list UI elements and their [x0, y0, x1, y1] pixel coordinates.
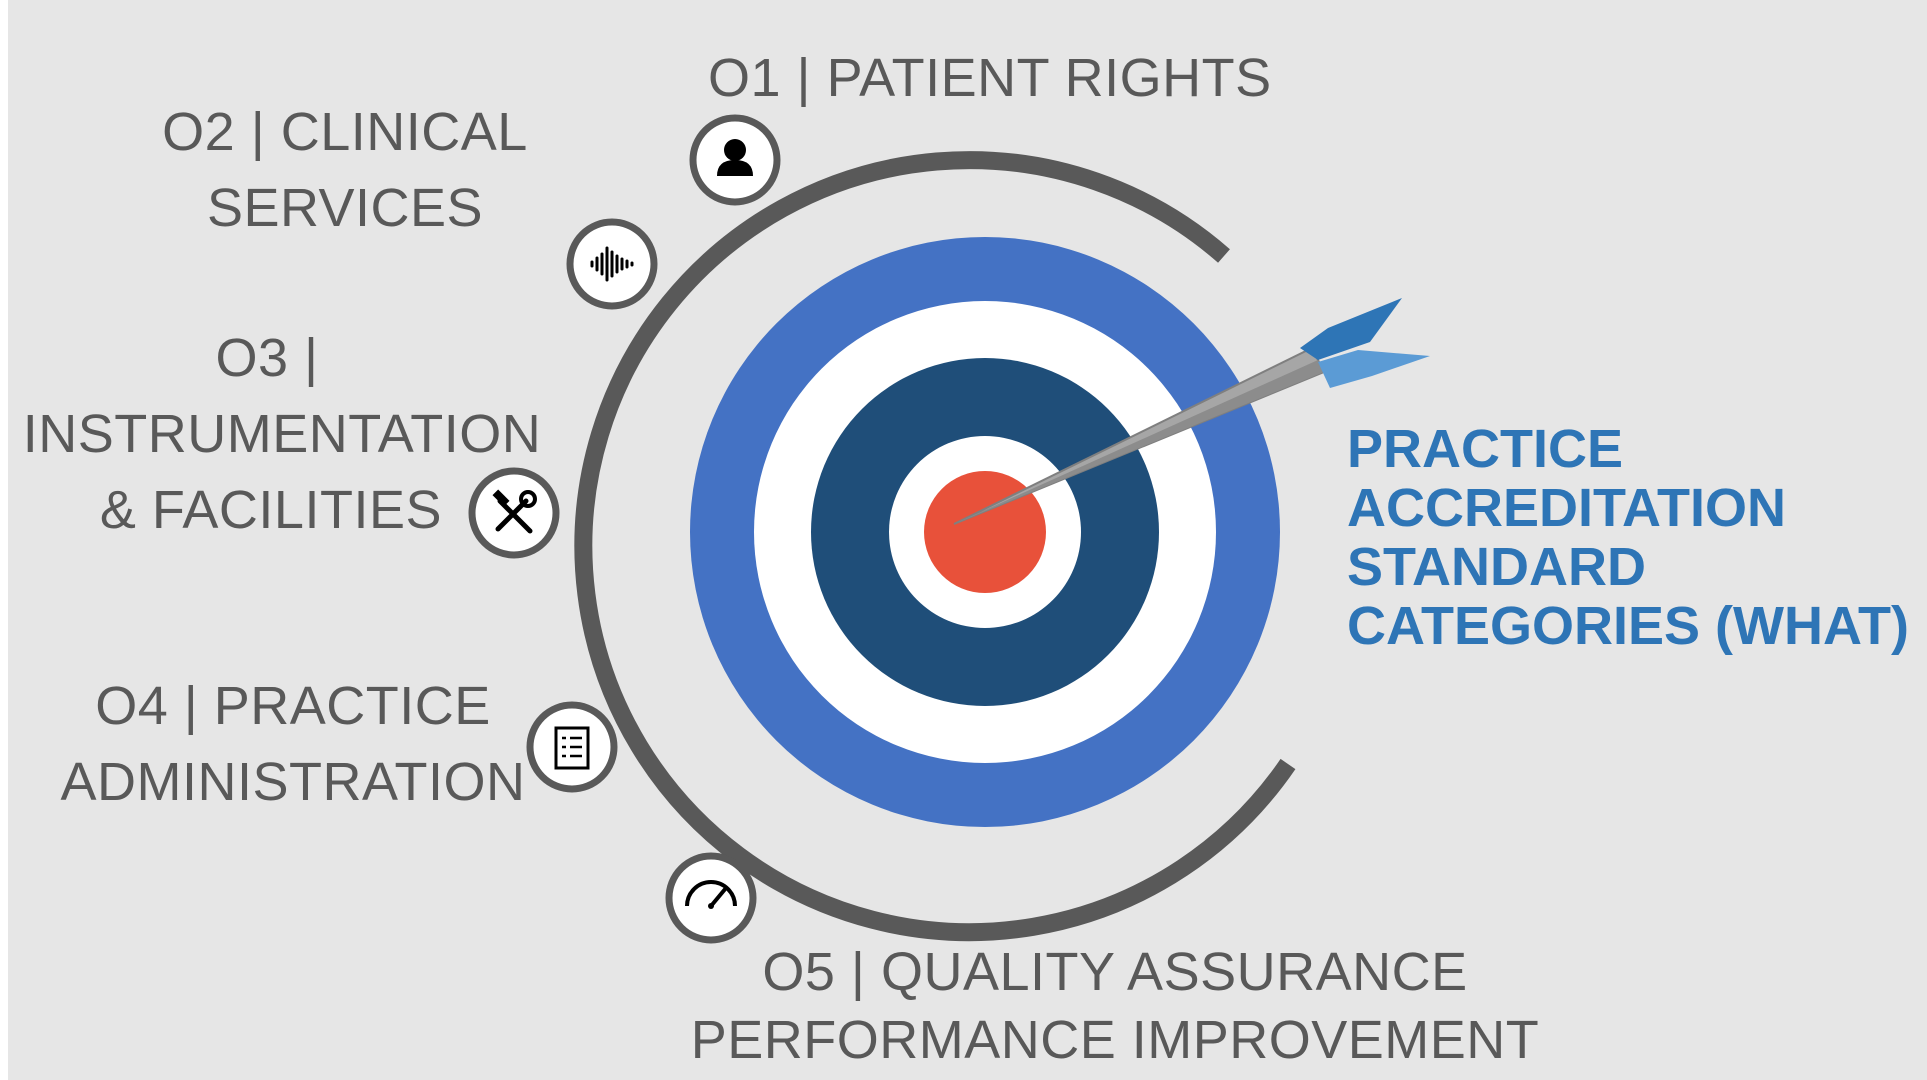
arrow: [953, 298, 1430, 525]
category-o2-label: O2 | CLINICAL SERVICES: [150, 94, 540, 246]
target-bullseye: [924, 471, 1046, 593]
category-o5-label: O5 | QUALITY ASSURANCE PERFORMANCE IMPRO…: [690, 938, 1540, 1074]
category-o1-line: O1 | PATIENT RIGHTS: [708, 48, 1272, 108]
category-o4-line: ADMINISTRATION: [60, 752, 526, 812]
checklist-icon: [526, 701, 618, 793]
category-o4-label: O4 | PRACTICE ADMINISTRATION: [58, 668, 528, 820]
category-o3-line: INSTRUMENTATION: [22, 404, 542, 464]
category-o5-line: PERFORMANCE IMPROVEMENT: [690, 1010, 1540, 1070]
arrow-shaft-shade: [954, 360, 1324, 524]
outer-arc-upper: [574, 151, 1296, 942]
diagram-title-line: CATEGORIES (WHAT): [1347, 596, 1909, 656]
diagram-title: PRACTICE ACCREDITATION STANDARD CATEGORI…: [1347, 420, 1909, 656]
diagram-title-line: STANDARD: [1347, 537, 1646, 597]
category-o3-line: & FACILITIES: [99, 480, 442, 540]
diagram-title-line: ACCREDITATION: [1347, 478, 1786, 538]
arrow-fletch-bottom: [1318, 350, 1430, 388]
audio-wave-icon: [566, 218, 658, 310]
speedometer-icon: [665, 852, 757, 944]
diagram-title-line: PRACTICE: [1347, 419, 1624, 479]
category-o3-line: O3 |: [215, 328, 319, 388]
category-o1-label: O1 | PATIENT RIGHTS: [708, 40, 1272, 116]
category-o2-line: O2 | CLINICAL: [162, 102, 528, 162]
category-o2-line: SERVICES: [206, 178, 484, 238]
category-o5-line: O5 | QUALITY ASSURANCE: [762, 942, 1468, 1002]
category-o3-label: O3 | INSTRUMENTATION & FACILITIES: [22, 320, 542, 548]
category-o4-line: O4 | PRACTICE: [95, 676, 491, 736]
arrow-fletch-top: [1300, 298, 1402, 360]
tools-icon: [468, 467, 560, 559]
person-icon: [689, 114, 781, 206]
